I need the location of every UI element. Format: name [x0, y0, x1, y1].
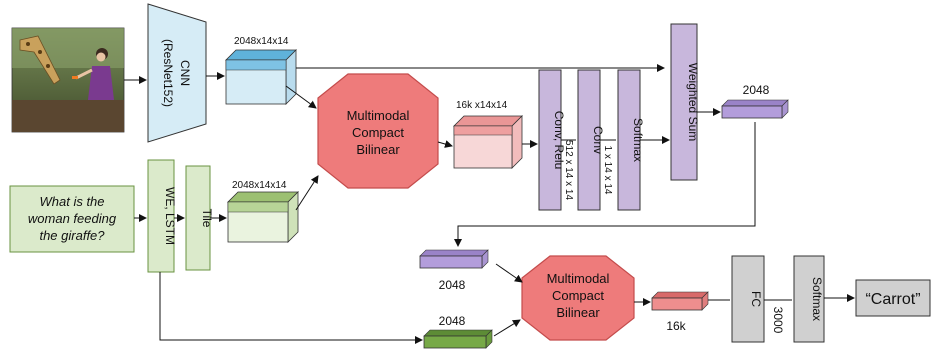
answer-box: “Carrot” [855, 279, 931, 317]
mcb2-output-dim: 16k [666, 319, 686, 333]
conv-label: Conv [591, 126, 605, 154]
tiled-feature-dim: 2048x14x14 [232, 180, 287, 191]
attended-vector-copy-dim: 2048 [439, 278, 466, 292]
conv-relu-label: Conv, Relu [552, 111, 566, 169]
softmax1-label: Softmax [631, 118, 645, 162]
attended-vector [721, 99, 789, 119]
tile-label: Tile [200, 209, 214, 228]
attended-vector-copy [419, 249, 489, 269]
giraffe-icon [19, 35, 61, 85]
mcb2-line-2: Compact [552, 288, 604, 303]
mcb2-line-3: Bilinear [556, 305, 600, 320]
question-line-1: What is the [39, 194, 104, 209]
fc-block: FC [731, 255, 765, 343]
cnn-sublabel: (ResNet152) [161, 39, 175, 107]
fc-output-dim: 3000 [771, 307, 785, 334]
image-feature-cube [225, 49, 297, 105]
arrow-cube-to-mcb1 [295, 175, 319, 211]
mcb1-output-dim: 16k x14x14 [456, 100, 508, 111]
mcb1-line-3: Bilinear [356, 142, 400, 157]
arrow-feature-to-mcb1 [285, 85, 317, 109]
cnn-label: CNN [178, 60, 192, 86]
arrow-mcb1-to-cube [437, 140, 453, 148]
tile-block: Tile [185, 165, 214, 271]
arrow-att-vector-to-mcb2 [495, 263, 523, 283]
cnn-block: CNN (ResNet152) [147, 3, 207, 143]
mcb-block-1: Multimodal Compact Bilinear [317, 73, 439, 189]
weighted-sum-label: Weighted Sum [686, 63, 700, 142]
softmax-block-1: Softmax [617, 69, 645, 211]
weighted-sum-block: Weighted Sum [670, 23, 700, 181]
conv1-dim: 512 x 14 x 14 [563, 140, 574, 200]
fc-label: FC [749, 291, 763, 307]
tiled-feature-cube [227, 191, 299, 243]
arrow-lstm-to-question-vector [159, 272, 423, 344]
question-box: What is the woman feeding the giraffe? [9, 185, 135, 253]
we-lstm-block: WE, LSTM [147, 159, 177, 273]
mcb2-line-1: Multimodal [547, 271, 610, 286]
mcb1-output-cube [453, 115, 523, 169]
input-image [11, 27, 125, 133]
mcb2-output-vector [651, 291, 709, 311]
conv-relu-block: Conv, Relu [538, 69, 566, 211]
attended-vector-dim: 2048 [743, 83, 770, 97]
question-line-2: woman feeding [28, 211, 117, 226]
answer-label: “Carrot” [865, 291, 920, 308]
arrow-vector-wrap [454, 122, 756, 247]
mcb-block-2: Multimodal Compact Bilinear [521, 255, 635, 341]
question-vector-dim: 2048 [439, 314, 466, 328]
question-vector [423, 329, 493, 349]
arrow-q-vector-to-mcb2 [493, 319, 521, 337]
connectors [124, 64, 855, 344]
we-lstm-label: WE, LSTM [163, 187, 177, 245]
mcb1-line-2: Compact [352, 125, 404, 140]
softmax-block-2: Softmax [793, 255, 825, 343]
mcb1-line-1: Multimodal [347, 108, 410, 123]
softmax2-label: Softmax [810, 277, 824, 321]
conv2-dim: 1 x 14 x 14 [602, 146, 613, 195]
woman-icon [72, 48, 114, 100]
image-feature-dim: 2048x14x14 [234, 36, 289, 47]
question-line-3: the giraffe? [39, 228, 105, 243]
